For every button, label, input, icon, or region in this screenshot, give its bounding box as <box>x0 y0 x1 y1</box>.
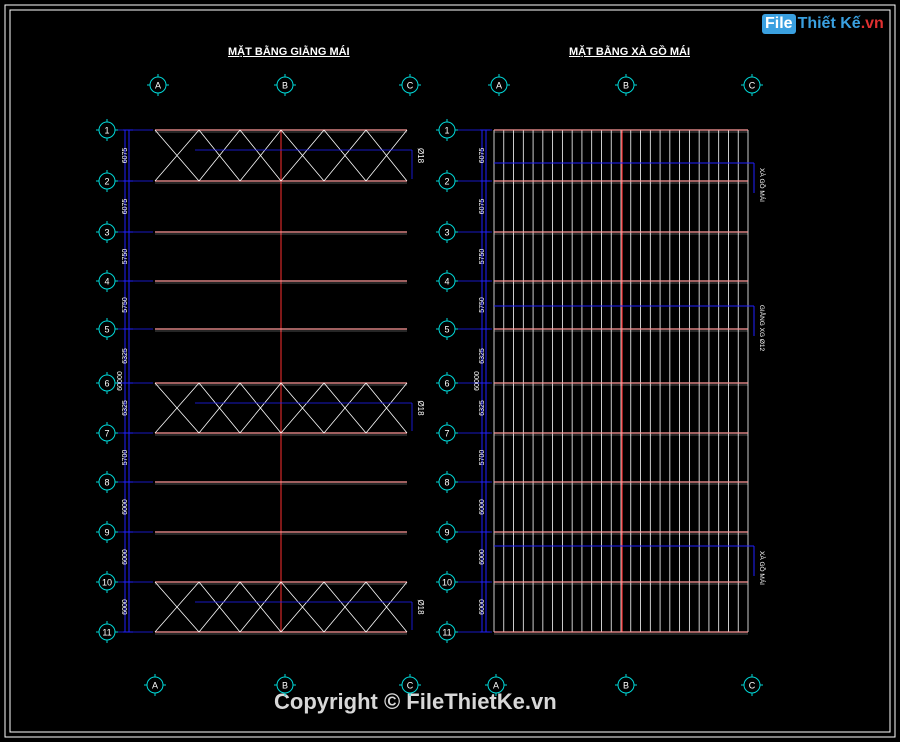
brace-label-1: Ø18 <box>416 148 425 164</box>
brace-2-1-b <box>198 382 241 434</box>
purlin-axis-row-1-label: 1 <box>444 126 449 136</box>
bracing-dim-6: 5700 <box>122 450 129 466</box>
bracing-axis-row-1-label: 1 <box>104 126 109 136</box>
bracing-axis-bottom-A-label: A <box>152 681 158 691</box>
bracing-axis-row-7-label: 7 <box>104 429 109 439</box>
brace-label-2: Ø18 <box>416 400 425 416</box>
brace-1-5-b <box>365 129 408 182</box>
logo-part-file: File <box>762 14 796 34</box>
purlin-dim-4: 6325 <box>479 348 486 364</box>
bracing-axis-row-9-label: 9 <box>104 528 109 538</box>
outer-frame <box>4 4 896 738</box>
brace-1-0-b <box>154 129 200 182</box>
brace-1-2-b <box>239 129 282 182</box>
purlin-note-bottom-label: XÀ GỒ MÁI <box>758 551 768 585</box>
bracing-dim-8: 6000 <box>122 549 129 565</box>
purlin-axis-row-10-label: 10 <box>442 578 452 588</box>
purlin-axis-row-3-label: 3 <box>444 228 449 238</box>
title-right: MẶT BẰNG XÀ GỒ MÁI <box>569 46 690 58</box>
brace-3-3-b <box>280 581 325 633</box>
purlin-axis-row-7-label: 7 <box>444 429 449 439</box>
bracing-axis-row-4-label: 4 <box>104 277 109 287</box>
bracing-axis-top-C-label: C <box>407 81 414 91</box>
purlin-axis-bottom-A-label: A <box>493 681 499 691</box>
logo-part-domain: .vn <box>860 15 884 32</box>
purlin-axis-bottom-B-label: B <box>623 681 629 691</box>
bracing-axis-row-11-label: 11 <box>102 628 111 638</box>
purlin-axis-row-4-label: 4 <box>444 277 449 287</box>
bracing-axis-row-3-label: 3 <box>104 228 109 238</box>
purlin-dim-total: 60000 <box>474 371 481 391</box>
bracing-axis-bottom-B-label: B <box>282 681 288 691</box>
purlin-note-top-label: XÀ GỒ MÁI <box>758 168 768 202</box>
purlin-axis-row-9-label: 9 <box>444 528 449 538</box>
purlin-dim-8: 6000 <box>479 549 486 565</box>
copyright-watermark: Copyright © FileThietKe.vn <box>274 689 557 714</box>
purlin-dim-0: 6075 <box>479 148 486 164</box>
brace-2-3-b <box>280 382 325 434</box>
purlin-axis-row-11-label: 11 <box>442 628 451 638</box>
bracing-axis-bottom-C-label: C <box>407 681 414 691</box>
bracing-axis-top-A-label: A <box>155 81 161 91</box>
purlin-axis-top-A-label: A <box>496 81 502 91</box>
bracing-dim-0: 6075 <box>122 148 129 164</box>
purlin-axis-bottom-C-label: C <box>749 681 756 691</box>
brace-1-4-b <box>323 129 367 182</box>
purlin-dim-5: 6325 <box>479 400 486 416</box>
logo: File Thiết Kế .vn <box>762 14 884 34</box>
purlin-dim-9: 6000 <box>479 599 486 615</box>
bracing-axis-row-10-label: 10 <box>102 578 112 588</box>
inner-frame <box>9 9 891 733</box>
purlin-dim-1: 6075 <box>479 199 486 215</box>
purlin-axis-row-5-label: 5 <box>444 325 449 335</box>
bracing-dim-4: 6325 <box>122 348 129 364</box>
bracing-dim-1: 6075 <box>122 199 129 215</box>
bracing-axis-row-5-label: 5 <box>104 325 109 335</box>
brace-1-1-b <box>198 129 241 182</box>
brace-3-4-b <box>323 581 367 633</box>
bracing-dim-5: 6325 <box>122 400 129 416</box>
logo-part-thietke: Thiết Kế <box>797 15 861 32</box>
bracing-axis-row-6-label: 6 <box>104 379 109 389</box>
purlin-note-tie-label: GIẰNG XG Ø12 <box>758 305 767 352</box>
purlin-axis-top-B-label: B <box>623 81 629 91</box>
bracing-dim-9: 6000 <box>122 599 129 615</box>
bracing-dim-total: 60000 <box>117 371 124 391</box>
purlin-dim-6: 5700 <box>479 450 486 466</box>
brace-1-3-b <box>280 129 325 182</box>
purlin-dim-3: 5750 <box>479 297 486 313</box>
bracing-axis-top-B-label: B <box>282 81 288 91</box>
brace-2-0-b <box>154 382 200 434</box>
brace-2-5-b <box>365 382 408 434</box>
purlin-axis-row-8-label: 8 <box>444 478 449 488</box>
purlin-axis-row-6-label: 6 <box>444 379 449 389</box>
bracing-dim-2: 5750 <box>122 249 129 265</box>
bracing-axis-row-8-label: 8 <box>104 478 109 488</box>
bracing-axis-row-2-label: 2 <box>104 177 109 187</box>
purlin-dim-2: 5750 <box>479 249 486 265</box>
purlin-dim-7: 6000 <box>479 499 486 515</box>
brace-2-2-b <box>239 382 282 434</box>
brace-label-3: Ø18 <box>416 599 425 615</box>
bracing-dim-7: 6000 <box>122 499 129 515</box>
brace-3-5-b <box>365 581 408 633</box>
title-left: MẶT BẰNG GIẰNG MÁI <box>228 46 350 58</box>
bracing-dim-3: 5750 <box>122 297 129 313</box>
brace-3-0-b <box>154 581 200 633</box>
brace-3-2-b <box>239 581 282 633</box>
purlin-axis-top-C-label: C <box>749 81 756 91</box>
brace-2-4-b <box>323 382 367 434</box>
brace-3-1-b <box>198 581 241 633</box>
purlin-axis-row-2-label: 2 <box>444 177 449 187</box>
